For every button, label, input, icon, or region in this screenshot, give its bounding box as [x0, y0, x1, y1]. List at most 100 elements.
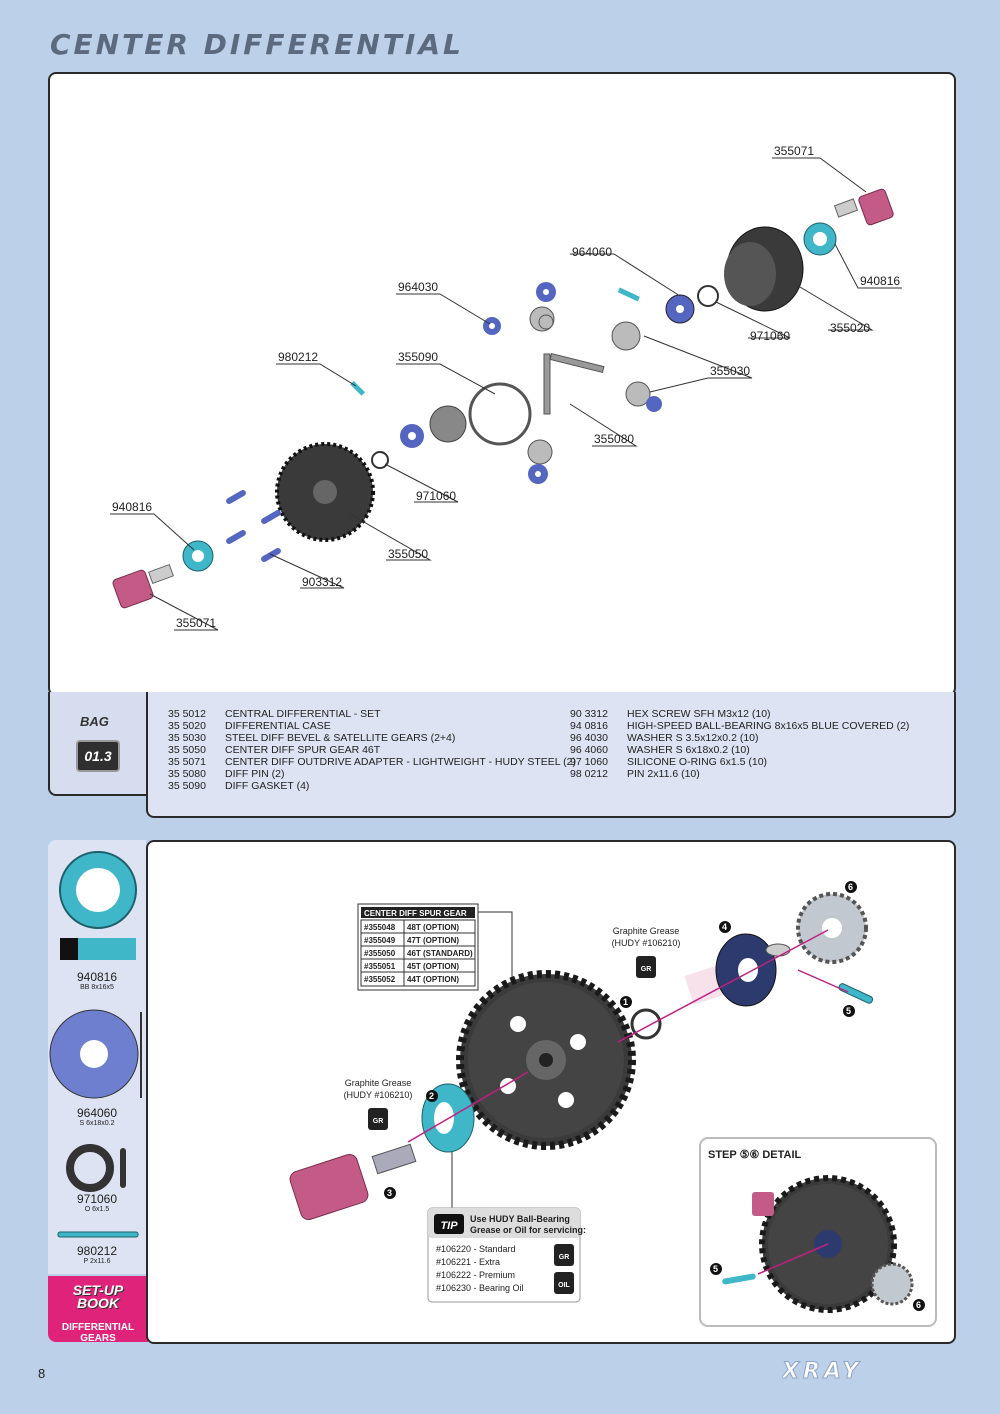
pin-actual-size: [57, 1231, 139, 1238]
assembly-diagram: CENTER DIFF SPUR GEAR #355048 48T (OPTIO…: [146, 840, 956, 1344]
spur-gear: [275, 442, 375, 542]
xray-logo: XRAY: [782, 1360, 859, 1382]
outdrive-adapter-bottom: [112, 563, 175, 609]
label-355020: 355020: [830, 321, 870, 335]
grease-icon-left: GR: [368, 1108, 388, 1130]
step-4-marker: [719, 921, 731, 933]
tip-item: #106221 - Extra: [436, 1257, 500, 1267]
detail-step-5-marker: [710, 1263, 722, 1275]
spur-row-desc: 44T (OPTION): [407, 975, 459, 984]
spur-row-desc: 45T (OPTION): [407, 962, 459, 971]
svg-text:GR: GR: [559, 1254, 570, 1261]
grease-label-top-line2: (HUDY #106210): [612, 938, 681, 948]
bevel-gear: [429, 405, 467, 443]
label-355071-top: 355071: [774, 144, 814, 158]
page-number: 8: [38, 1366, 46, 1381]
oil-icon: [554, 1272, 574, 1294]
step-detail-box: STEP ⑤⑥ DETAIL 5 6: [699, 1137, 937, 1327]
svg-text:1: 1: [623, 997, 628, 1007]
svg-text:4: 4: [722, 922, 727, 932]
page-title: CENTER DIFFERENTIAL: [50, 28, 464, 61]
step-5-marker: [843, 1005, 855, 1017]
label-355090: 355090: [398, 350, 438, 364]
spur-row-desc: 48T (OPTION): [407, 923, 459, 932]
step-1-marker: [620, 996, 632, 1008]
svg-text:GR: GR: [641, 966, 652, 973]
svg-text:GR: GR: [373, 1118, 384, 1125]
grease-label-left-line1: Graphite Grease: [345, 1078, 412, 1088]
tip-box: TIP Use HUDY Ball-Bearing Grease or Oil …: [427, 1207, 586, 1303]
label-355080: 355080: [594, 432, 634, 446]
label-355030: 355030: [710, 364, 750, 378]
spur-row-part: #355050: [364, 949, 396, 958]
diff-gasket: [468, 382, 532, 446]
hex-screws: [226, 490, 281, 562]
svg-text:OIL: OIL: [558, 1282, 570, 1289]
svg-text:2: 2: [429, 1091, 434, 1101]
spur-row-part: #355048: [364, 923, 396, 932]
detail-title: STEP ⑤⑥ DETAIL: [708, 1149, 802, 1161]
label-964030: 964030: [398, 280, 438, 294]
label-940816-top: 940816: [860, 274, 900, 288]
setup-title-line1: SET-UP: [72, 1282, 124, 1298]
spur-gear-large: [456, 970, 636, 1150]
oring: [630, 1008, 662, 1040]
label-971060-top: 971060: [750, 329, 790, 343]
setup-title-line2: BOOK: [77, 1295, 119, 1311]
svg-text:6: 6: [916, 1300, 921, 1310]
pin-bottom: [350, 380, 366, 396]
detail-step-6-marker: [913, 1299, 925, 1311]
svg-text:5: 5: [713, 1264, 718, 1274]
bag-box: BAG 01.3: [48, 692, 148, 796]
tip-label: TIP: [440, 1220, 458, 1232]
oring-top: [697, 285, 719, 307]
exploded-diagram-svg: 355071 940816 355020 971060 964060 96403…: [110, 144, 902, 631]
tip-item: #106220 - Standard: [436, 1244, 516, 1254]
spur-row-desc: 47T (OPTION): [407, 936, 459, 945]
tip-item: #106230 - Bearing Oil: [436, 1283, 524, 1293]
spur-row-part: #355052: [364, 975, 396, 984]
bearing-side-view: [60, 938, 136, 960]
diff-pin: [838, 983, 874, 1004]
spur-gear-table: CENTER DIFF SPUR GEAR #355048 48T (OPTIO…: [357, 903, 513, 992]
tip-item: #106222 - Premium: [436, 1270, 515, 1280]
satellite-gears: [527, 306, 662, 465]
oring-bottom: [371, 451, 389, 469]
label-964060: 964060: [572, 245, 612, 259]
grease-label-top-line1: Graphite Grease: [613, 926, 680, 936]
step-2-marker: [426, 1090, 438, 1102]
assembly-diagram-svg: CENTER DIFF SPUR GEAR #355048 48T (OPTIO…: [289, 881, 937, 1327]
grease-icon-top: GR: [636, 956, 656, 978]
label-940816-bottom: 940816: [112, 500, 152, 514]
label-903312: 903312: [302, 575, 342, 589]
grease-label-left-line2: (HUDY #106210): [344, 1090, 413, 1100]
actual-size-parts-svg: [49, 851, 142, 1238]
bag-code-badge: 01.3: [76, 740, 120, 772]
spur-table-title: CENTER DIFF SPUR GEAR: [364, 909, 467, 918]
svg-text:3: 3: [387, 1188, 392, 1198]
spur-row-part: #355049: [364, 936, 396, 945]
oring-actual-size: [66, 1144, 114, 1192]
gr-icon: [554, 1244, 574, 1266]
pin-top: [617, 287, 640, 302]
label-980212: 980212: [278, 350, 318, 364]
svg-text:6: 6: [848, 882, 853, 892]
step-3-marker: [384, 1187, 396, 1199]
spur-row-desc: 46T (STANDARD): [407, 949, 473, 958]
